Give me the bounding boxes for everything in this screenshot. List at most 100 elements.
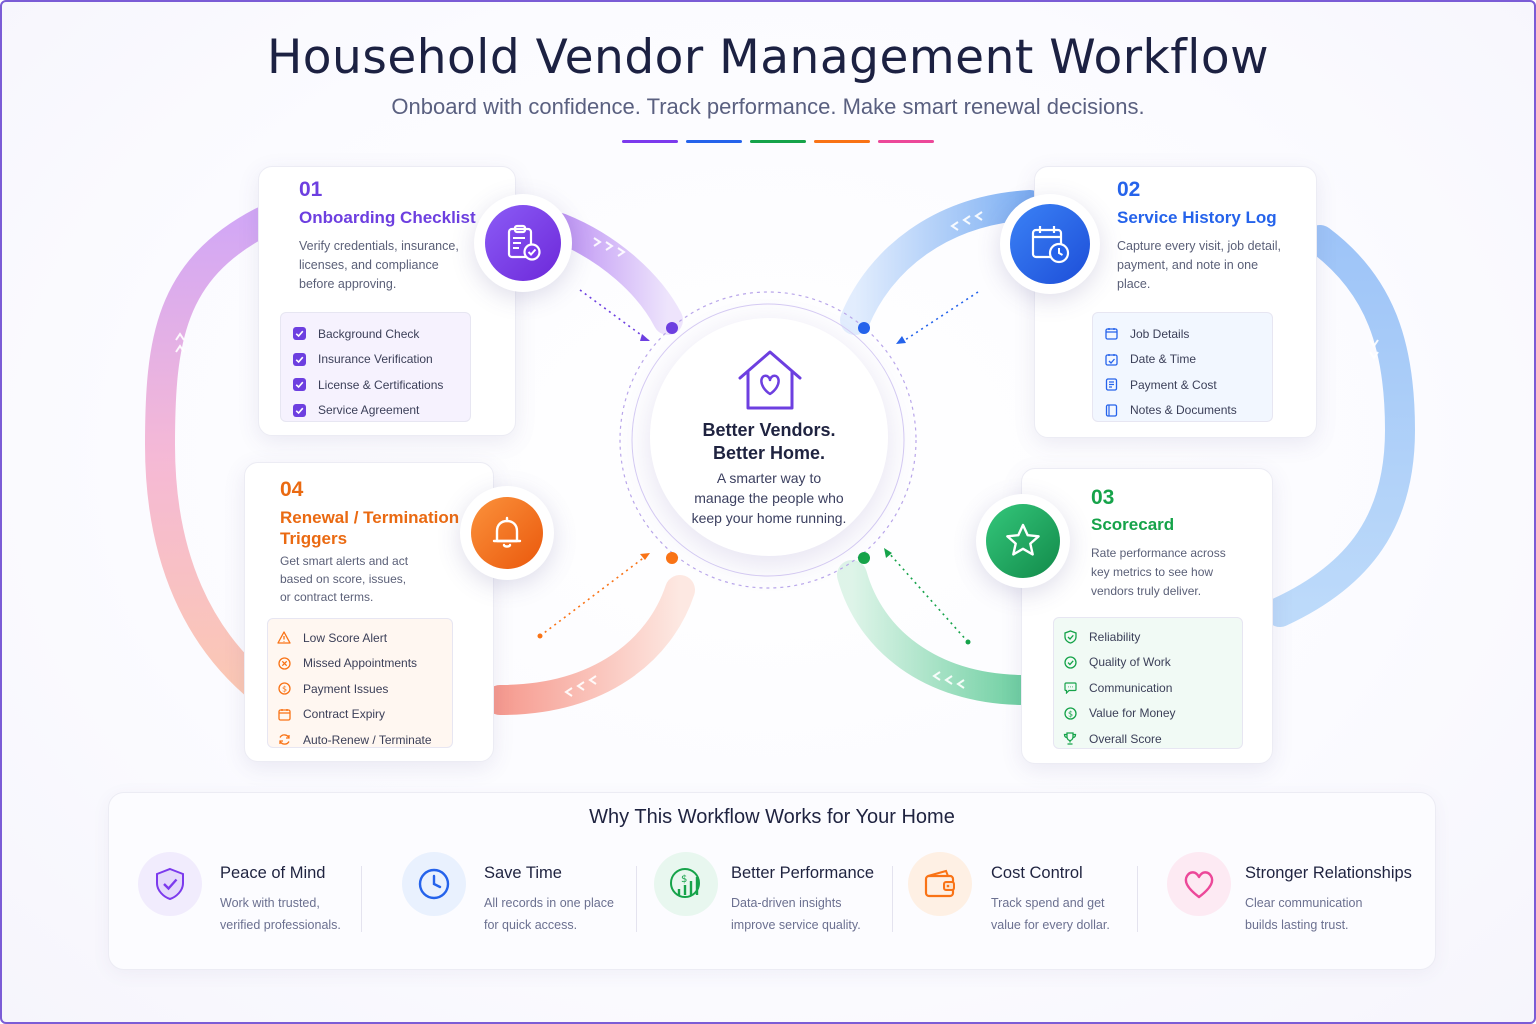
step-number: 03	[1091, 486, 1115, 509]
list-item-label: Payment & Cost	[1130, 377, 1217, 392]
list-item: Background Check	[291, 321, 460, 347]
right-loop-arc	[1265, 225, 1416, 627]
list-item: Insurance Verification	[291, 347, 460, 373]
flow-chevrons	[175, 211, 1379, 697]
service-history-badge	[1000, 194, 1100, 294]
left-loop-arc	[144, 207, 277, 705]
accent-dash-pink	[878, 140, 934, 143]
left-bottom-arc	[485, 575, 695, 715]
benefit-title: Cost Control	[991, 864, 1083, 882]
step-number: 02	[1117, 178, 1141, 201]
accent-dash-blue	[686, 140, 742, 143]
heart-icon	[1167, 852, 1231, 916]
list-item: Service Agreement	[291, 398, 460, 424]
accent-dash-orange	[814, 140, 870, 143]
star-icon	[1006, 523, 1040, 556]
list-item: Communication	[1062, 675, 1234, 701]
step-title-line2: Triggers	[280, 529, 348, 548]
step-number: 04	[280, 478, 304, 501]
renewal-triggers: Low Score Alert Missed Appointments $ Pa…	[267, 618, 453, 748]
list-item: License & Certifications	[291, 372, 460, 398]
list-item-label: Notes & Documents	[1130, 403, 1237, 418]
list-item-label: Value for Money	[1089, 706, 1176, 721]
divider	[636, 866, 637, 932]
center-heading-line1: Better Vendors.	[702, 420, 836, 440]
benefit-line1: Track spend and get	[991, 896, 1105, 910]
step-description: Get smart alerts and act based on score,…	[280, 554, 409, 604]
shield-check-icon	[138, 852, 202, 916]
scorecard-metrics: Reliability Quality of Work Communicatio…	[1053, 617, 1243, 749]
step-title: Service History Log	[1117, 208, 1277, 227]
benefit-description: All records in one place for quick access…	[484, 892, 644, 936]
page-title: Household Vendor Management Workflow	[266, 30, 1270, 85]
benefit-line2: verified professionals.	[220, 918, 341, 932]
benefit-line2: improve service quality.	[731, 918, 861, 932]
dollar-circle-icon: $	[276, 681, 292, 697]
bell-icon	[492, 516, 522, 548]
list-item-label: Payment Issues	[303, 681, 389, 696]
list-item: Reliability	[1062, 624, 1234, 650]
refresh-icon	[276, 732, 292, 748]
benefit-title: Stronger Relationships	[1245, 864, 1412, 882]
step-description: Rate performance across key metrics to s…	[1091, 546, 1226, 598]
list-item: Missed Appointments	[276, 651, 444, 677]
clock-icon	[402, 852, 466, 916]
step-title-line1: Renewal / Termination	[280, 508, 460, 527]
step-title: Scorecard	[1091, 515, 1175, 534]
clipboard-check-icon	[507, 224, 541, 261]
list-item: Job Details	[1103, 321, 1262, 347]
document-icon	[1103, 402, 1119, 418]
x-circle-icon	[276, 655, 292, 671]
benefit-description: Data-driven insights improve service qual…	[731, 892, 891, 936]
list-item-label: Date & Time	[1130, 352, 1197, 367]
list-item-label: Communication	[1089, 680, 1173, 695]
list-item-label: License & Certifications	[318, 377, 444, 392]
list-item-label: Reliability	[1089, 629, 1141, 644]
benefit-line2: for quick access.	[484, 918, 578, 932]
svg-text:$: $	[1067, 709, 1072, 718]
benefit-line1: All records in one place	[484, 896, 614, 910]
list-item-label: Overall Score	[1089, 731, 1162, 746]
list-item-label: Background Check	[318, 326, 420, 341]
list-item: Quality of Work	[1062, 650, 1234, 676]
benefit-description: Clear communication builds lasting trust.	[1245, 892, 1405, 936]
accent-dash-green	[750, 140, 806, 143]
list-item-label: Job Details	[1130, 326, 1190, 341]
left-top-arc	[545, 213, 683, 335]
center-description: A smarter way to manage the people who k…	[691, 470, 847, 526]
list-item: Low Score Alert	[276, 625, 444, 651]
step-title: Onboarding Checklist	[299, 208, 476, 227]
receipt-icon	[1103, 377, 1119, 393]
renewal-badge	[460, 486, 554, 580]
list-item: Overall Score	[1062, 726, 1234, 752]
onboarding-badge	[474, 194, 572, 292]
svg-text:$: $	[681, 874, 687, 885]
shield-check-icon	[1062, 629, 1078, 645]
center-hub	[650, 318, 888, 556]
divider	[1137, 866, 1138, 932]
benefit-title: Peace of Mind	[220, 864, 326, 882]
warning-triangle-icon	[276, 630, 292, 646]
wallet-icon	[908, 852, 972, 916]
divider	[361, 866, 362, 932]
benefit-line2: builds lasting trust.	[1245, 918, 1349, 932]
step-number: 01	[299, 178, 323, 201]
svg-text:$: $	[281, 685, 286, 694]
center-heading-line2: Better Home.	[712, 443, 826, 463]
list-item-label: Missed Appointments	[303, 656, 418, 671]
accent-dashes	[622, 140, 934, 143]
accent-dash-purple	[622, 140, 678, 143]
dollar-circle-icon: $	[1062, 705, 1078, 721]
list-item: $ Payment Issues	[276, 676, 444, 702]
benefit-line1: Data-driven insights	[731, 896, 842, 910]
list-item: Notes & Documents	[1103, 398, 1262, 424]
list-item: Payment & Cost	[1103, 372, 1262, 398]
chat-bubble-icon	[1062, 680, 1078, 696]
calendar-icon	[1103, 326, 1119, 342]
check-circle-icon	[1062, 654, 1078, 670]
check-square-icon	[291, 351, 307, 367]
why-title: Why This Workflow Works for Your Home	[589, 806, 955, 828]
benefit-line1: Clear communication	[1245, 896, 1363, 910]
house-heart-icon	[738, 350, 802, 410]
